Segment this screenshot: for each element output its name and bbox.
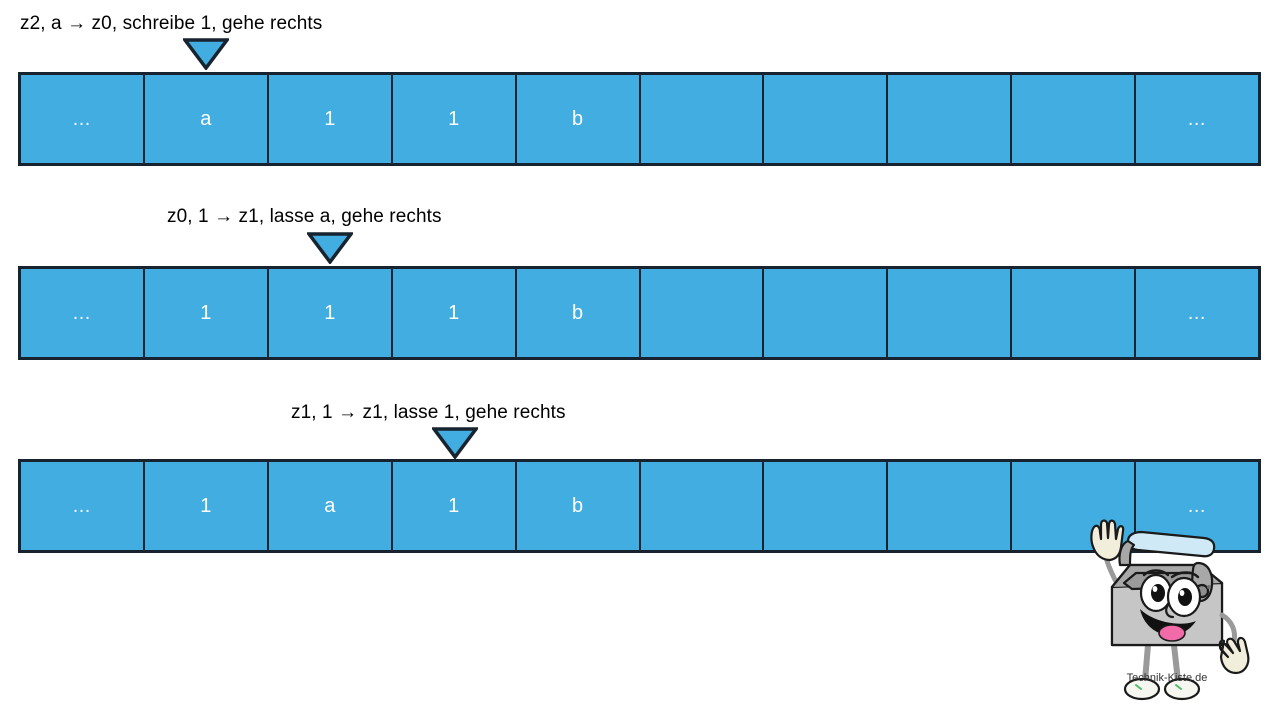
tape-cell[interactable]: a [144, 75, 269, 163]
tape-cell[interactable] [888, 75, 1013, 163]
tape-cell[interactable]: 1 [144, 269, 269, 357]
transition-rule-label-1: z2, a → z0, schreibe 1, gehe rechts [20, 13, 323, 34]
tape-cell[interactable]: b [516, 269, 641, 357]
tape-cell[interactable]: a [268, 462, 393, 550]
tape-cell[interactable] [640, 75, 765, 163]
tape-cell[interactable] [1012, 75, 1137, 163]
tape-cell[interactable]: 1 [392, 269, 517, 357]
mascot-caption: Technik-Kiste.de [1126, 672, 1208, 684]
tape-cell[interactable] [640, 462, 765, 550]
tape-head-pointer-2 [307, 232, 353, 264]
tape-cell[interactable] [888, 269, 1013, 357]
tape-cell[interactable]: 1 [392, 462, 517, 550]
tape-cell[interactable] [764, 269, 889, 357]
transition-rule-label-2: z0, 1 → z1, lasse a, gehe rechts [167, 206, 442, 227]
technik-kiste-mascot-icon [1072, 505, 1262, 705]
tape-cell[interactable]: 1 [392, 75, 517, 163]
turing-tape-row-1: … a 1 1 b … [18, 72, 1261, 166]
transition-rule-label-3: z1, 1 → z1, lasse 1, gehe rechts [291, 402, 566, 423]
tape-cell[interactable]: 1 [268, 269, 393, 357]
tape-cell[interactable] [1012, 269, 1137, 357]
tape-cell[interactable] [764, 462, 889, 550]
tape-cell[interactable]: b [516, 75, 641, 163]
turing-tape-row-2: … 1 1 1 b … [18, 266, 1261, 360]
tape-head-pointer-1 [183, 38, 229, 70]
tape-cell[interactable]: … [21, 269, 145, 357]
tape-cell[interactable]: b [516, 462, 641, 550]
tape-cell[interactable]: … [21, 462, 145, 550]
tape-cell[interactable] [888, 462, 1013, 550]
tape-cell[interactable]: … [1136, 269, 1259, 357]
tape-cell[interactable]: … [21, 75, 145, 163]
tape-cell[interactable]: 1 [268, 75, 393, 163]
tape-cell[interactable] [640, 269, 765, 357]
tape-head-pointer-3 [432, 427, 478, 459]
tape-cell[interactable]: 1 [144, 462, 269, 550]
tape-cell[interactable]: … [1136, 75, 1259, 163]
turing-tape-row-3: … 1 a 1 b … [18, 459, 1261, 553]
tape-cell[interactable] [764, 75, 889, 163]
